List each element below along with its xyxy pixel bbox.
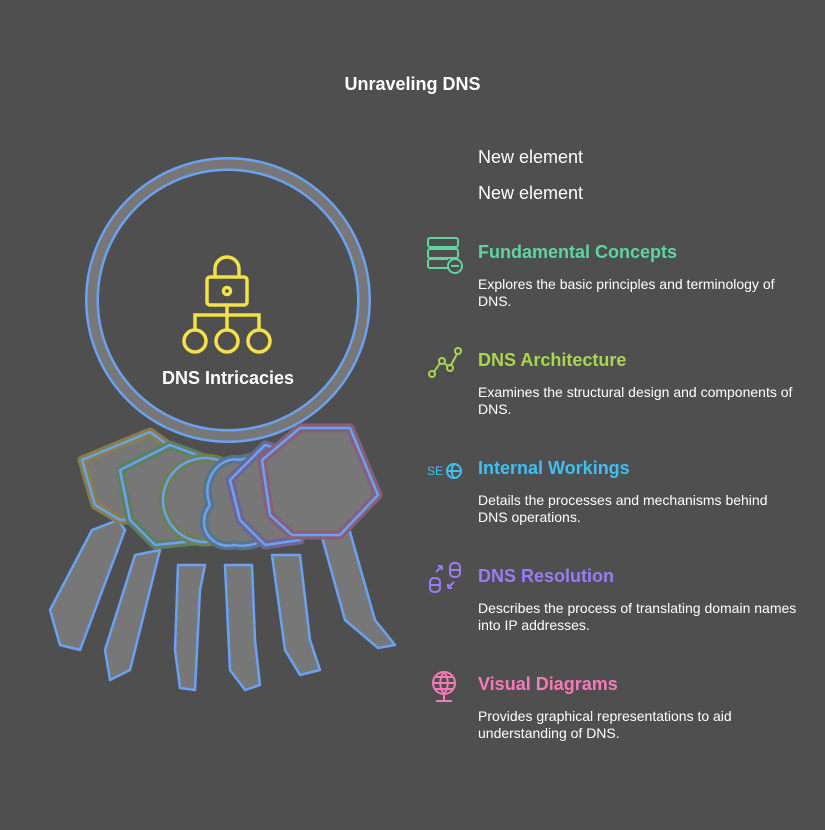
key-blade [270,553,322,677]
page-title: Unraveling DNS [344,74,481,94]
item-description: Describes the process of translating dom… [478,600,797,633]
item-title: DNS Resolution [478,566,615,586]
new-element-label: New element [478,147,584,167]
item-description: Examines the structural design and compo… [478,384,793,417]
key-blade [173,563,207,692]
item-title: DNS Architecture [478,350,627,370]
lock-hierarchy-icon [182,255,272,354]
item-description: Details the processes and mechanisms beh… [478,492,768,525]
line-graph-icon [428,347,462,378]
key-blade [103,548,162,682]
key-blade [318,523,397,650]
database-transfer-icon [429,562,461,593]
item-title: Fundamental Concepts [478,242,678,262]
globe-icon [432,671,456,702]
center-label: DNS Intricacies [161,368,295,388]
svg-text:SE: SE [427,464,443,478]
item-description: Provides graphical representations to ai… [478,708,732,741]
new-element-label: New element [478,183,584,203]
item-title: Internal Workings [478,458,630,478]
keys [48,157,397,692]
key-blade [223,563,262,692]
item-title: Visual Diagrams [478,674,618,694]
item-description: Explores the basic principles and termin… [478,276,775,309]
seo-icon: SE [427,463,462,479]
server-minus-icon [427,237,463,274]
